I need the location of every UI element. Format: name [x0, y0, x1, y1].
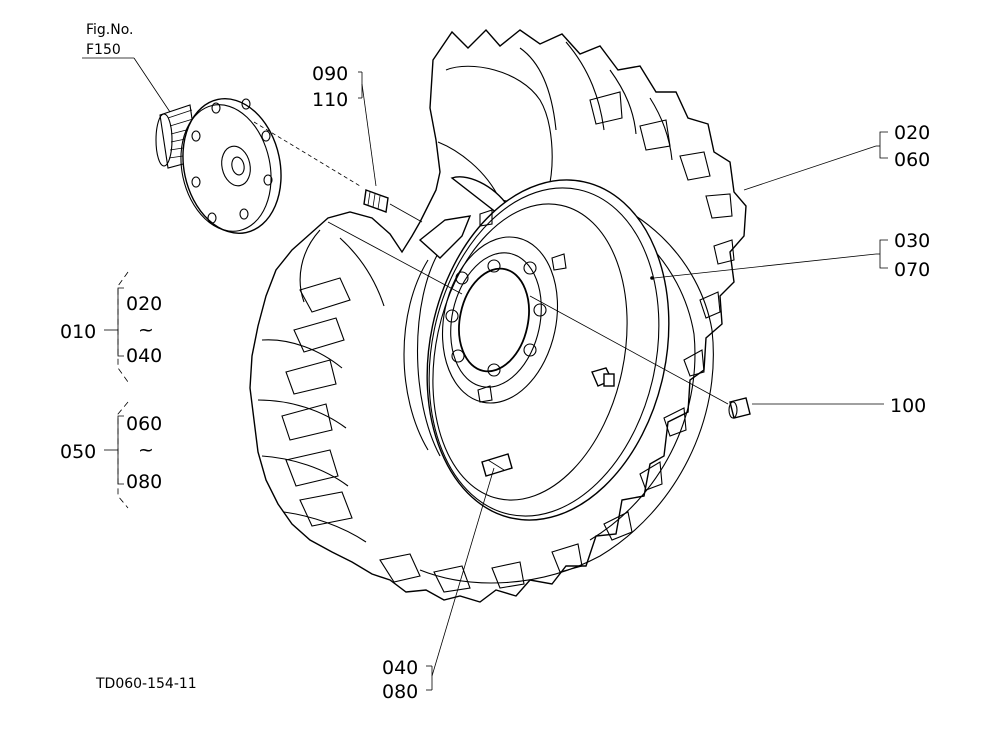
fig-no-value: F150: [86, 42, 121, 58]
group-050-parent: 050: [60, 441, 96, 463]
callout-100: 100: [890, 395, 926, 417]
group-050-sep: ~: [138, 439, 154, 461]
hub-flange: [155, 98, 282, 234]
fig-no-label: Fig.No.: [86, 22, 134, 38]
callout-070: 070: [894, 259, 930, 281]
group-050-from: 060: [126, 413, 162, 435]
callout-020: 020: [894, 122, 930, 144]
wheel-nut: [728, 397, 751, 419]
group-010-from: 020: [126, 293, 162, 315]
leader-lines: [82, 57, 884, 691]
drawing-code: TD060-154-11: [95, 676, 197, 692]
callout-110: 110: [312, 89, 348, 111]
callout-brackets: [876, 131, 888, 269]
callout-080: 080: [382, 681, 418, 703]
group-050-to: 080: [126, 471, 162, 493]
callout-030: 030: [894, 230, 930, 252]
valve-stem: [481, 453, 513, 477]
stud-bolt: [363, 189, 389, 213]
group-010-to: 040: [126, 345, 162, 367]
callout-090: 090: [312, 63, 348, 85]
stud-holes: [445, 259, 547, 377]
callout-040: 040: [382, 657, 418, 679]
group-010-sep: ~: [138, 319, 154, 341]
group-010-parent: 010: [60, 321, 96, 343]
wheel-rim: [403, 179, 670, 521]
callout-060: 060: [894, 149, 930, 171]
group-brackets: [104, 271, 129, 509]
